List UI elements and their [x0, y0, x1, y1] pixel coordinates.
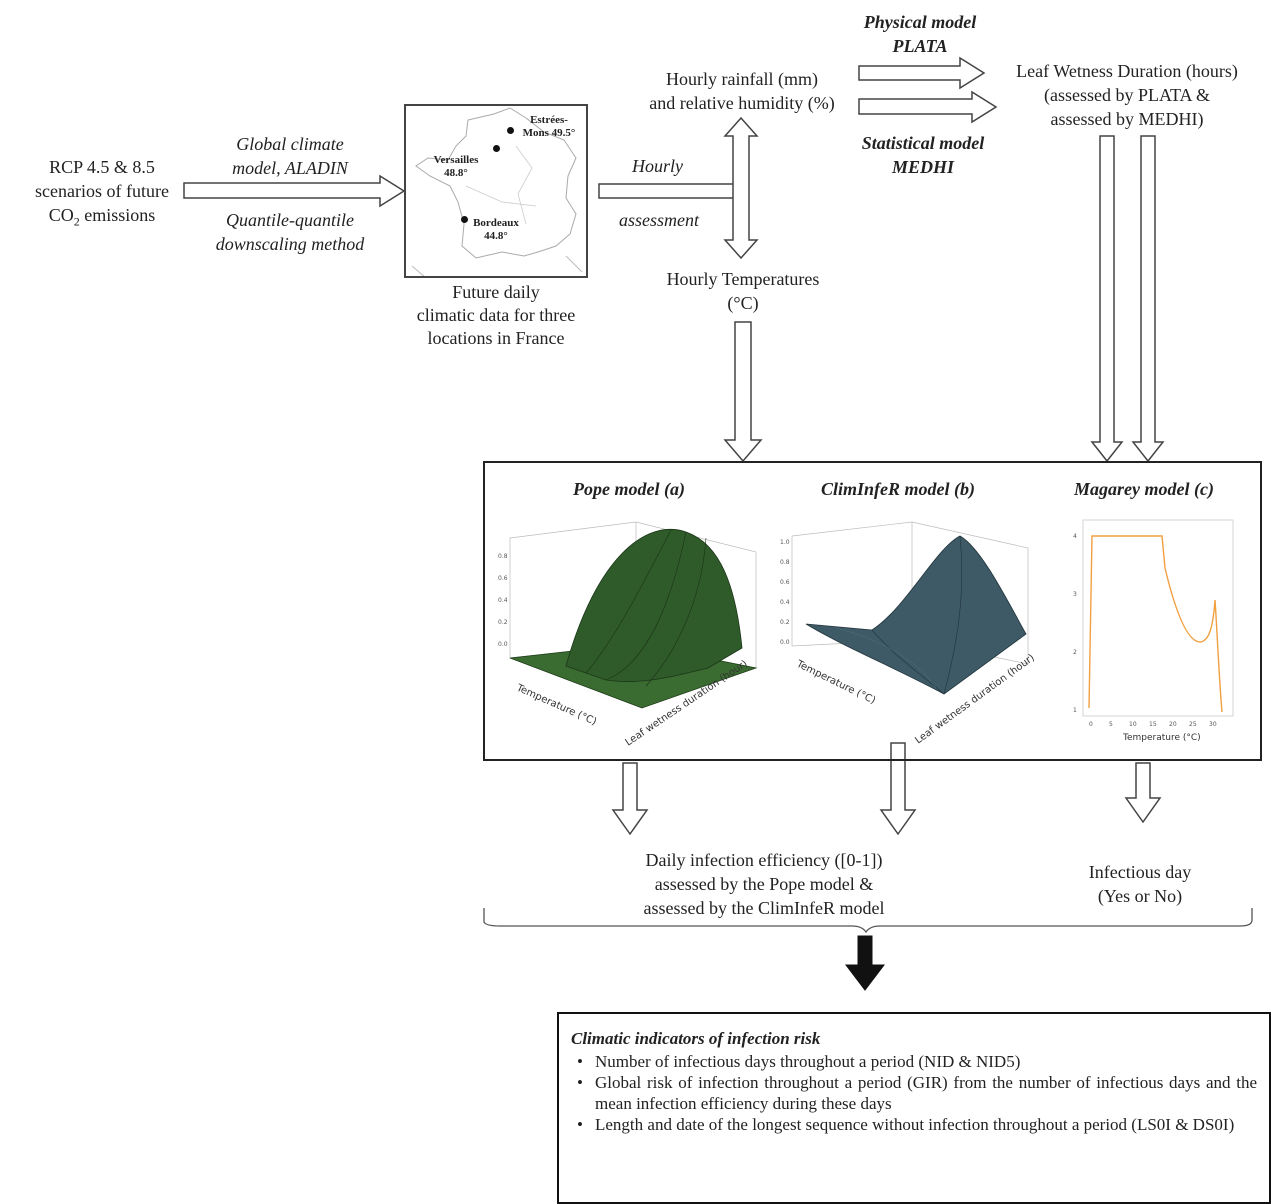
- indicators-list: Number of infectious days throughout a p…: [571, 1051, 1257, 1135]
- indicator-item: Length and date of the longest sequence …: [571, 1114, 1257, 1135]
- magarey-curve: [1088, 535, 1223, 713]
- climinfer-ztick: 0.2: [780, 619, 790, 626]
- pope-surface-hill: [565, 528, 743, 682]
- climate-model-label: Global climate model, ALADIN: [232, 134, 348, 178]
- infectious-day-label: Infectious day (Yes or No): [1088, 862, 1192, 906]
- indicators-box: Climatic indicators of infection risk Nu…: [557, 1012, 1271, 1204]
- climinfer-ztick: 0.4: [780, 599, 790, 606]
- arrow-lwd-down-2: [1131, 135, 1165, 463]
- versailles-dot: [493, 145, 500, 152]
- pope-ztick: 0.8: [498, 553, 508, 560]
- estrees-mons-label: Estrées-Mons 49.5°: [522, 114, 576, 139]
- magarey-ytick: 3: [1073, 591, 1077, 598]
- arrow-plata: [858, 56, 986, 90]
- indicators-title: Climatic indicators of infection risk: [571, 1029, 821, 1048]
- pope-ztick: 0.4: [498, 597, 508, 604]
- arrow-pope-down: [611, 762, 649, 836]
- magarey-curve-plot: 4 3 2 1 0 5 10 15 20 25 30 Temperature (…: [1073, 519, 1234, 743]
- magarey-xtick: 10: [1129, 721, 1137, 728]
- magarey-ytick: 4: [1073, 533, 1077, 540]
- pope-title: Pope model (a): [573, 479, 685, 499]
- map-caption: Future daily climatic data for three loc…: [416, 282, 576, 348]
- indicator-item: Number of infectious days throughout a p…: [571, 1051, 1257, 1072]
- magarey-xtick: 30: [1209, 721, 1217, 728]
- pope-surface-plot: 0.8 0.6 0.4 0.2 0.0 Temperature (°C) Lea…: [498, 521, 758, 748]
- climinfer-ztick: 0.8: [780, 559, 790, 566]
- arrow-map-to-hourly: [598, 183, 737, 199]
- magarey-xlabel: Temperature (°C): [1122, 733, 1201, 743]
- rainfall-label: Hourly rainfall (mm) and relative humidi…: [649, 69, 835, 113]
- hourly-label: Hourly: [632, 156, 683, 176]
- magarey-ytick: 1: [1073, 707, 1077, 714]
- scenarios-label: RCP 4.5 & 8.5 scenarios of future CO2 em…: [35, 157, 169, 229]
- bordeaux-dot: [461, 216, 468, 223]
- pope-ztick: 0.6: [498, 575, 508, 582]
- france-outline-icon: [411, 107, 583, 276]
- pope-ztick: 0.0: [498, 641, 508, 648]
- efficiency-output-label: Daily infection efficiency ([0-1]) asses…: [643, 850, 885, 918]
- magarey-xtick: 25: [1189, 721, 1197, 728]
- arrow-rain-temp-double: [723, 116, 759, 260]
- magarey-xtick: 15: [1149, 721, 1157, 728]
- climinfer-surface-plot: 1.0 0.8 0.6 0.4 0.2 0.0 Temperature (°C)…: [780, 521, 1037, 746]
- climinfer-ztick: 1.0: [780, 539, 790, 546]
- climinfer-surface: [805, 535, 1027, 695]
- climinfer-title: ClimInfeR model (b): [821, 479, 975, 499]
- models-box: [483, 461, 1262, 761]
- assessment-label: assessment: [619, 210, 699, 230]
- statistical-model-label: Statistical model MEDHI: [861, 133, 985, 177]
- summary-brace: [483, 908, 1253, 934]
- arrow-medhi: [858, 90, 998, 124]
- climinfer-ztick: 0.0: [780, 639, 790, 646]
- estrees-mons-dot: [507, 127, 514, 134]
- magarey-xtick: 5: [1109, 721, 1113, 728]
- arrow-lwd-down-1: [1090, 135, 1124, 463]
- arrow-to-indicators: [844, 935, 886, 991]
- lwd-label: Leaf Wetness Duration (hours) (assessed …: [1016, 61, 1238, 129]
- downscaling-method-label: Quantile-quantile downscaling method: [215, 210, 365, 254]
- pope-xlabel: Temperature (°C): [514, 682, 598, 728]
- arrow-magarey-down: [1124, 762, 1162, 824]
- climinfer-ztick: 0.6: [780, 579, 790, 586]
- magarey-ytick: 2: [1073, 649, 1077, 656]
- temperatures-label: Hourly Temperatures (°C): [666, 269, 820, 313]
- magarey-title: Magarey model (c): [1074, 479, 1214, 499]
- climinfer-xlabel: Temperature (°C): [794, 658, 877, 706]
- physical-model-label: Physical model PLATA: [863, 12, 977, 56]
- magarey-xtick: 0: [1089, 721, 1093, 728]
- magarey-xtick: 20: [1169, 721, 1177, 728]
- indicator-item: Global risk of infection throughout a pe…: [571, 1072, 1257, 1114]
- arrow-scenarios-to-map: [183, 174, 406, 208]
- arrow-climinfer-down: [879, 742, 917, 836]
- arrow-temp-down: [723, 321, 763, 463]
- pope-ztick: 0.2: [498, 619, 508, 626]
